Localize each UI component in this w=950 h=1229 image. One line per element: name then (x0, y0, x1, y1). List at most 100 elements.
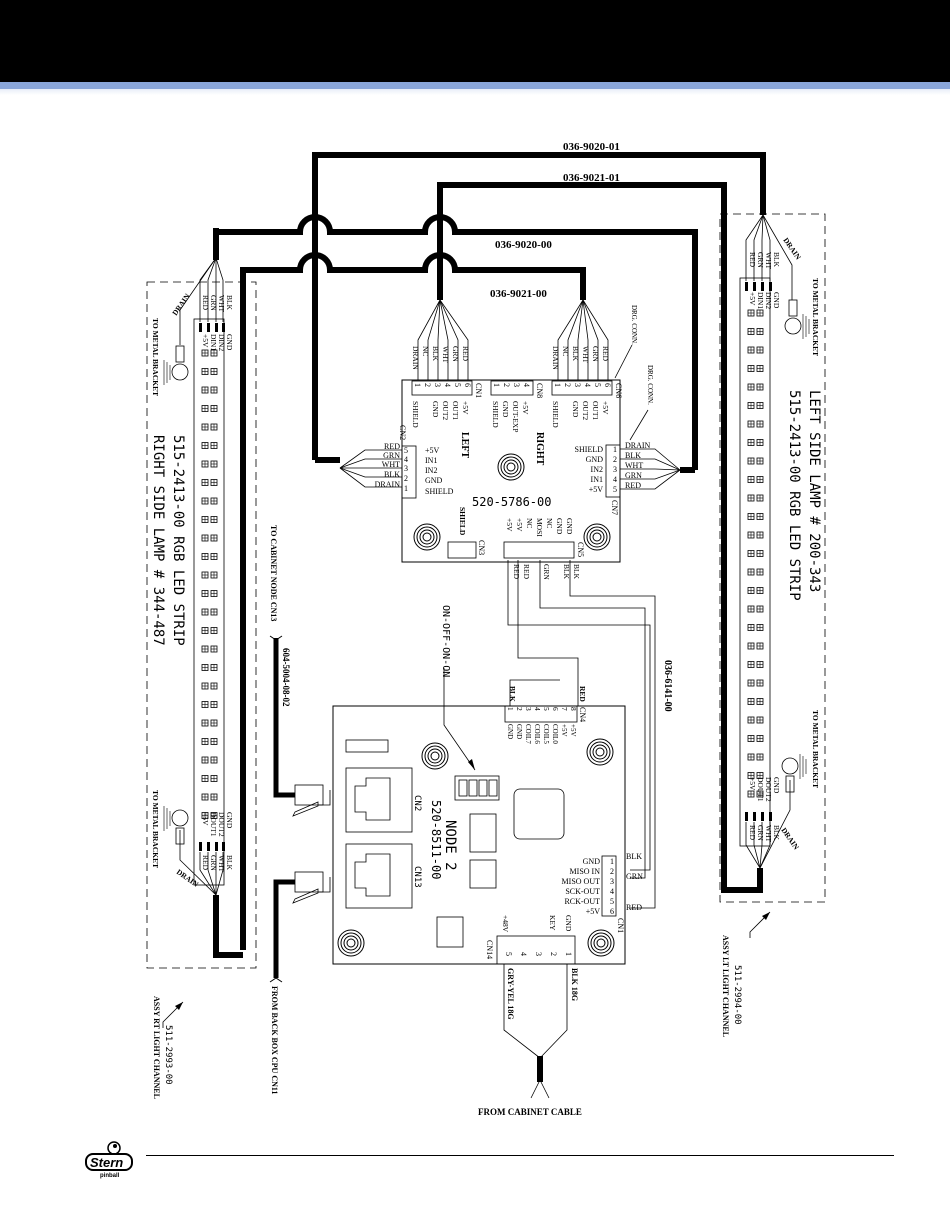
label-036-9021-01: 036-9021-01 (563, 172, 620, 184)
lt-in-pin: DIN2 (764, 292, 773, 309)
rt-out-wire: WHT (217, 855, 226, 872)
cn5-wire-label: RED (512, 564, 521, 580)
led-pair (747, 605, 764, 613)
label-604-5004-08-02: 604-5004-08-02 (281, 648, 291, 707)
led-pair (747, 346, 764, 354)
cn2-signal: GND (425, 476, 443, 485)
cn5-wire-label: BLK (572, 564, 581, 580)
lt-out-wire: GRN (756, 825, 765, 841)
cn8-pin: 3 (512, 383, 521, 387)
rt-assy-name: ASSY RT LIGHT CHANNEL (152, 996, 161, 1099)
cn4-pin: 1 (506, 707, 515, 711)
node-title: NODE 2 (442, 820, 458, 871)
cn14-signal: +48V (501, 915, 510, 933)
cn4-signal: GND (506, 724, 514, 739)
led-pair (747, 439, 764, 446)
cn1-pin: 2 (423, 383, 432, 387)
cn8-signal: SHIELD (491, 401, 500, 428)
node-part-number: 520-8511-00 (429, 800, 443, 879)
led-pair (201, 423, 218, 431)
led-pair (201, 479, 218, 486)
cn2-pin: 2 (404, 474, 408, 483)
cn14-pin: 2 (549, 952, 558, 956)
lt-in-pin: DIN1 (756, 292, 765, 309)
node-cn1-wire-label: BLK (626, 852, 642, 861)
led-pair (747, 661, 764, 668)
led-pair (201, 627, 218, 634)
rt-in-wire: RED (201, 295, 210, 311)
rt-out-pin: DOUT1 (209, 812, 218, 837)
cn6-label: CN6 (614, 383, 623, 398)
cn1-wire-label: RED (461, 346, 470, 362)
cn1-signal: OUT2 (441, 401, 450, 420)
drg-conn-label-2: DRG. CONN. (646, 365, 654, 405)
rt-led-strip (193, 318, 225, 886)
cabinet-cable-bundle (537, 1056, 543, 1082)
lt-out-pin: DOUT1 (756, 777, 765, 802)
rt-in-wire: GRN (209, 295, 218, 311)
cn6-wire-label: NC (561, 346, 570, 356)
cn4-signal: +5V (569, 724, 577, 737)
cn4-pin: 4 (533, 707, 542, 711)
lt-bracket-bottom: TO METAL BRACKET (811, 710, 820, 788)
led-pair (747, 494, 764, 502)
label-036-9020-00: 036-9020-00 (495, 239, 552, 251)
cn1-pin: 4 (443, 383, 452, 387)
led-pair (201, 553, 218, 560)
label-036-9021-00: 036-9021-00 (490, 288, 547, 300)
led-pair (201, 756, 218, 764)
connector-cn5 (503, 541, 575, 559)
cn4-signal: GND (515, 724, 523, 739)
label-036-6141-00: 036-6141-00 (662, 660, 673, 712)
led-pair (201, 405, 218, 412)
led-pair (747, 716, 764, 724)
board-520-5786-00: 520-5786-00 LEFT RIGHT CN1 1 2 3 4 5 6 D… (375, 305, 654, 580)
cn2-fanout (339, 449, 402, 488)
node-cn1-pin: 2 (610, 867, 614, 876)
led-pair (201, 664, 218, 671)
cn1-wire-label: GRN (451, 346, 460, 362)
cn6-pin: 1 (553, 383, 562, 387)
node-cn1-signal: GND (583, 857, 601, 866)
cn14-pin: 4 (519, 952, 528, 956)
led-pair (747, 420, 764, 428)
rt-led-array (201, 349, 218, 819)
cn7-signal: IN1 (591, 475, 603, 484)
led-pair (201, 682, 218, 690)
board-part-number: 520-5786-00 (472, 495, 551, 509)
lt-in-wire: RED (748, 252, 757, 268)
rt-lamp-cable (213, 228, 243, 958)
cn2-wire-label: GRN (383, 451, 400, 460)
cn1-signal: +5V (461, 401, 470, 415)
cable-036-9020-01 (312, 152, 766, 460)
led-pair (747, 642, 764, 650)
lt-out-pin: GND (772, 777, 781, 794)
cn6-signal: OUT2 (581, 401, 590, 420)
rt-out-pin: +5V (201, 812, 210, 826)
dip-switch (454, 775, 500, 801)
cn6-pin: 2 (563, 383, 572, 387)
cn6-signal: SHIELD (551, 401, 560, 428)
cn6-wire-label: RED (601, 346, 610, 362)
cn5-wire-label: BLK (562, 564, 571, 580)
led-pair (747, 383, 764, 391)
cn7-signal: SHIELD (575, 445, 604, 454)
dip-setting-label: ON-OFF-ON-ON (440, 605, 451, 677)
drg-conn-label-1: DRG. CONN. (630, 305, 638, 345)
cn2-pin: 3 (404, 464, 408, 473)
cn5-signal: GND (555, 518, 564, 535)
lt-led-strip (739, 277, 771, 847)
cn7-wire-label: DRAIN (625, 441, 651, 450)
label-036-9020-01: 036-9020-01 (563, 141, 620, 153)
rt-out-pin: DOUT2 (217, 812, 226, 837)
cable-036-9020-00 (213, 214, 698, 470)
cn14-pin: 5 (504, 952, 513, 956)
cn2-wire-label: WHT (382, 460, 400, 469)
connector-cn2 (401, 445, 417, 499)
led-pair (201, 793, 218, 801)
node-cn1-pin: 5 (610, 897, 614, 906)
node-cn1-pin: 1 (610, 857, 614, 866)
cn8-signal: GND (501, 401, 510, 418)
cn5-signal: +5V (515, 518, 524, 532)
lt-assy-name: ASSY LT LIGHT CHANNEL (721, 935, 730, 1037)
